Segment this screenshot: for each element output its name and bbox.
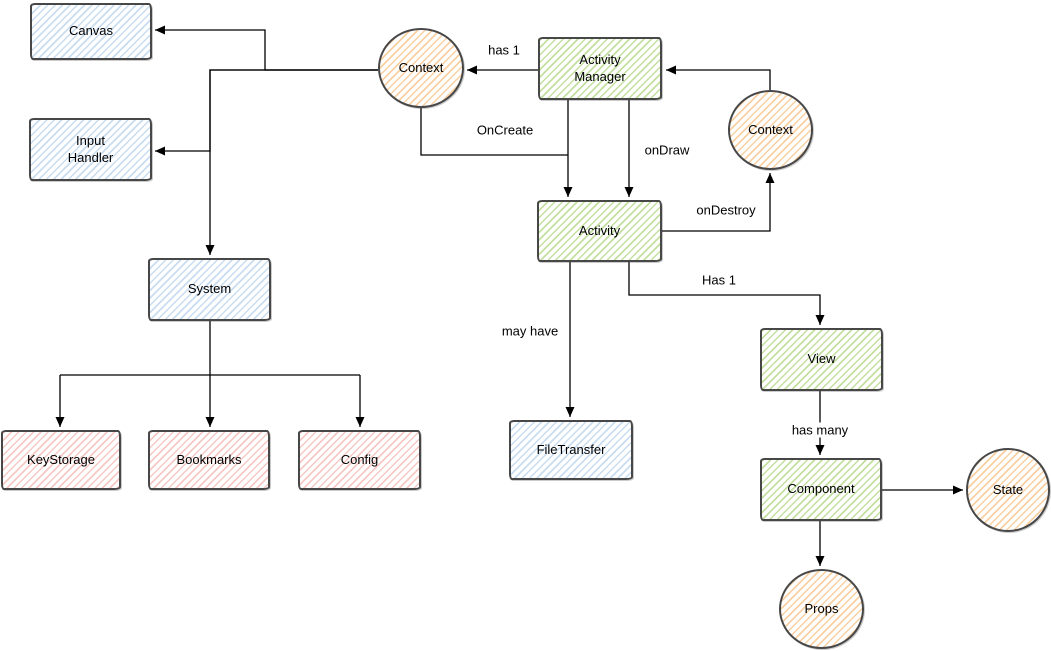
node-bookmarks-label: Bookmarks: [176, 451, 242, 467]
edge-label-ondraw: onDraw: [641, 142, 693, 158]
node-config[interactable]: Config: [298, 430, 421, 490]
edge-activity-to-view-has-1[interactable]: [628, 262, 825, 325]
edge-label-may-have: may have: [498, 323, 562, 339]
node-context-left[interactable]: Context: [378, 28, 464, 108]
edge-context-to-canvas[interactable]: [155, 25, 378, 71]
edge-context-to-system[interactable]: [205, 69, 378, 255]
node-component[interactable]: Component: [760, 458, 882, 521]
node-config-label: Config: [340, 451, 379, 467]
node-input-handler[interactable]: Input Handler: [29, 118, 152, 181]
edge-label-oncreate: OnCreate: [473, 122, 537, 138]
node-context-right-label: Context: [748, 121, 793, 137]
node-activity-manager-label: Activity Manager: [574, 52, 626, 84]
node-props-label: Props: [804, 600, 839, 616]
node-activity-label: Activity: [578, 222, 621, 238]
node-activity-manager[interactable]: Activity Manager: [538, 37, 662, 100]
node-filetransfer[interactable]: FileTransfer: [509, 420, 633, 480]
node-context-right[interactable]: Context: [728, 90, 813, 170]
node-view[interactable]: View: [760, 328, 883, 391]
edge-label-ondestroy: onDestroy: [693, 202, 759, 218]
node-activity[interactable]: Activity: [537, 200, 662, 262]
node-state-label: State: [992, 481, 1024, 497]
node-props[interactable]: Props: [779, 569, 864, 649]
node-input-handler-label: Input Handler: [67, 133, 114, 165]
edge-oncreate[interactable]: [420, 108, 568, 156]
edge-label-has-1-left: has 1: [485, 42, 523, 58]
edge-label-has-many: has many: [788, 422, 852, 438]
node-state[interactable]: State: [966, 448, 1050, 532]
node-canvas[interactable]: Canvas: [30, 3, 152, 60]
node-system[interactable]: System: [148, 258, 271, 321]
edge-context-to-input-handler[interactable]: [155, 69, 378, 156]
node-keystorage-label: KeyStorage: [27, 451, 95, 467]
node-filetransfer-label: FileTransfer: [536, 441, 606, 457]
edge-ondestroy[interactable]: [662, 173, 775, 232]
edge-label-has-1-right: Has 1: [699, 272, 739, 288]
node-bookmarks[interactable]: Bookmarks: [148, 430, 270, 490]
node-system-label: System: [187, 281, 232, 297]
edge-context-right-to-activity-manager[interactable]: [666, 65, 771, 90]
node-context-left-label: Context: [398, 59, 444, 75]
node-canvas-label: Canvas: [68, 23, 114, 39]
node-component-label: Component: [787, 481, 855, 497]
node-keystorage[interactable]: KeyStorage: [1, 430, 121, 490]
node-view-label: View: [807, 351, 836, 367]
